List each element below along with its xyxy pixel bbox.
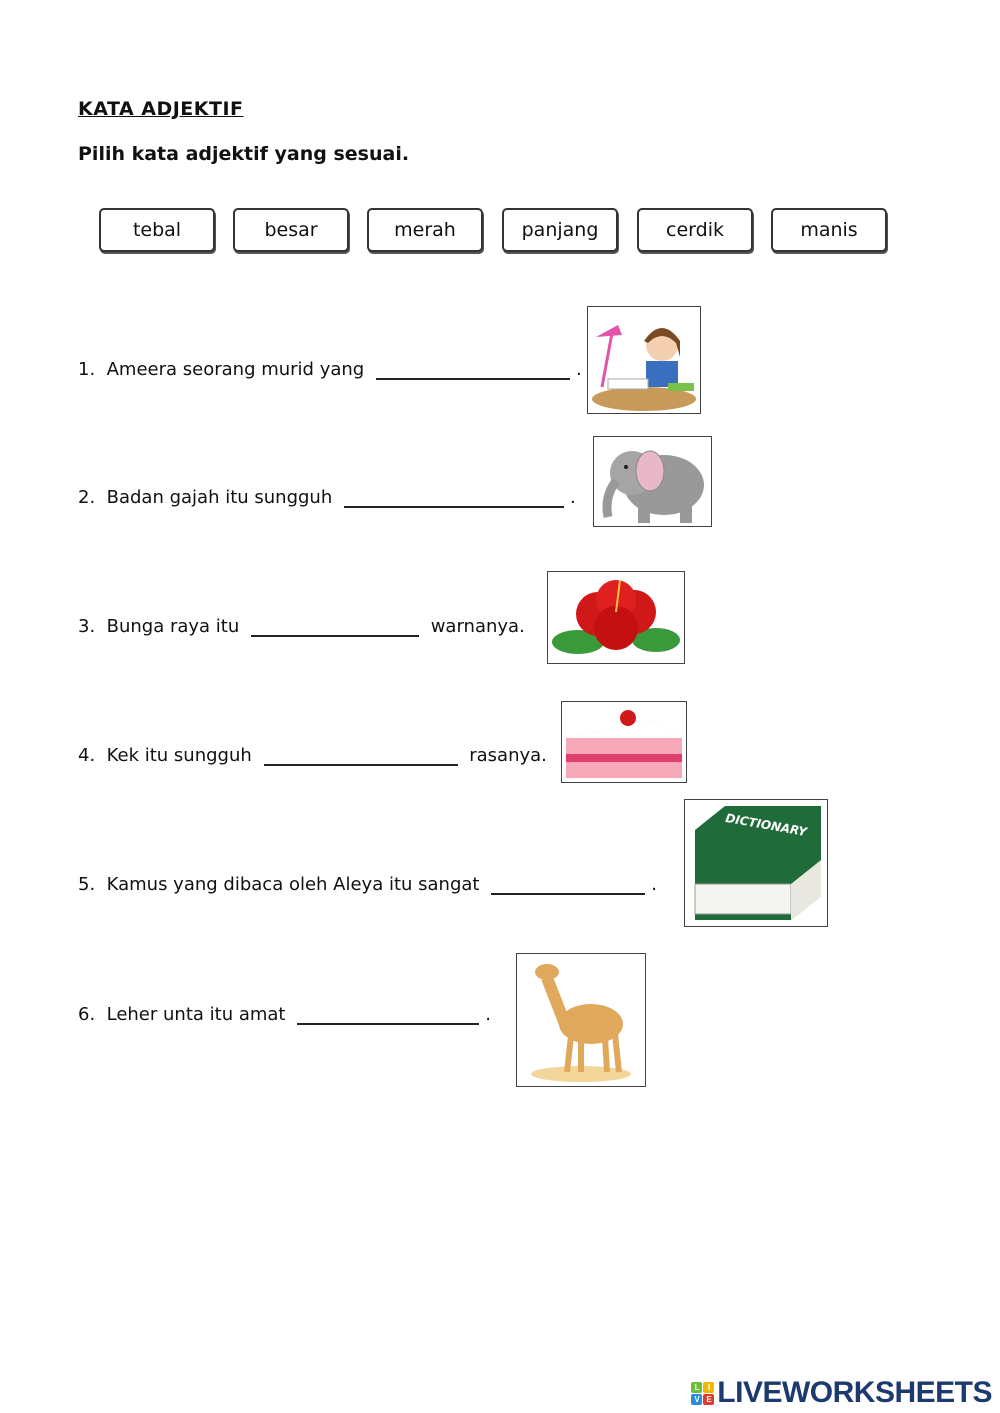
logo-letter: L <box>691 1381 703 1393</box>
answer-input-1[interactable] <box>375 356 570 380</box>
elephant-image <box>593 436 712 527</box>
question-text-end: . <box>575 359 582 380</box>
question-5: 5. Kamus yang dibaca oleh Aleya itu sang… <box>78 871 657 895</box>
question-4: 4. Kek itu sungguh rasanya. <box>78 742 547 766</box>
logo-letter: V <box>691 1393 703 1405</box>
question-text: 2. Badan gajah itu sungguh <box>78 487 338 508</box>
instruction-text: Pilih kata adjektif yang sesuai. <box>78 143 410 165</box>
hibiscus-flower-image <box>547 571 685 664</box>
question-text: 6. Leher unta itu amat <box>78 1004 292 1025</box>
word-bank-cerdik: cerdik <box>637 208 753 252</box>
word-bank-tebal: tebal <box>99 208 215 252</box>
question-text-end: . <box>651 874 657 895</box>
answer-input-2[interactable] <box>343 484 564 508</box>
logo-letter: E <box>703 1393 715 1405</box>
word-bank-panjang: panjang <box>502 208 618 252</box>
liveworksheets-logo: L I V E LIVEWORKSHEETS <box>691 1376 992 1410</box>
logo-icon: L I V E <box>691 1381 715 1405</box>
dictionary-book-image: DICTIONARY <box>684 799 828 927</box>
answer-input-3[interactable] <box>250 613 419 637</box>
question-1: 1. Ameera seorang murid yang . <box>78 356 582 380</box>
girl-studying-image <box>587 306 701 414</box>
question-text-end: . <box>485 1004 491 1025</box>
word-bank-merah: merah <box>367 208 483 252</box>
question-text: 1. Ameera seorang murid yang <box>78 359 370 380</box>
question-3: 3. Bunga raya itu warnanya. <box>78 613 525 637</box>
cake-slice-image <box>561 701 687 783</box>
question-text-end: warnanya. <box>424 616 525 637</box>
question-text: 5. Kamus yang dibaca oleh Aleya itu sang… <box>78 874 486 895</box>
question-text: 3. Bunga raya itu <box>78 616 245 637</box>
question-text-end: . <box>569 487 576 508</box>
question-6: 6. Leher unta itu amat . <box>78 1001 491 1025</box>
answer-input-6[interactable] <box>297 1001 480 1025</box>
question-2: 2. Badan gajah itu sungguh . <box>78 484 576 508</box>
answer-input-5[interactable] <box>491 871 646 895</box>
answer-input-4[interactable] <box>263 742 458 766</box>
word-bank-besar: besar <box>233 208 349 252</box>
logo-text: LIVEWORKSHEETS <box>717 1376 992 1409</box>
question-text-end: rasanya. <box>463 745 547 766</box>
logo-letter: I <box>703 1381 715 1393</box>
word-bank-manis: manis <box>771 208 887 252</box>
worksheet-title: KATA ADJEKTIF <box>78 98 244 120</box>
question-text: 4. Kek itu sungguh <box>78 745 258 766</box>
camel-image <box>516 953 646 1087</box>
